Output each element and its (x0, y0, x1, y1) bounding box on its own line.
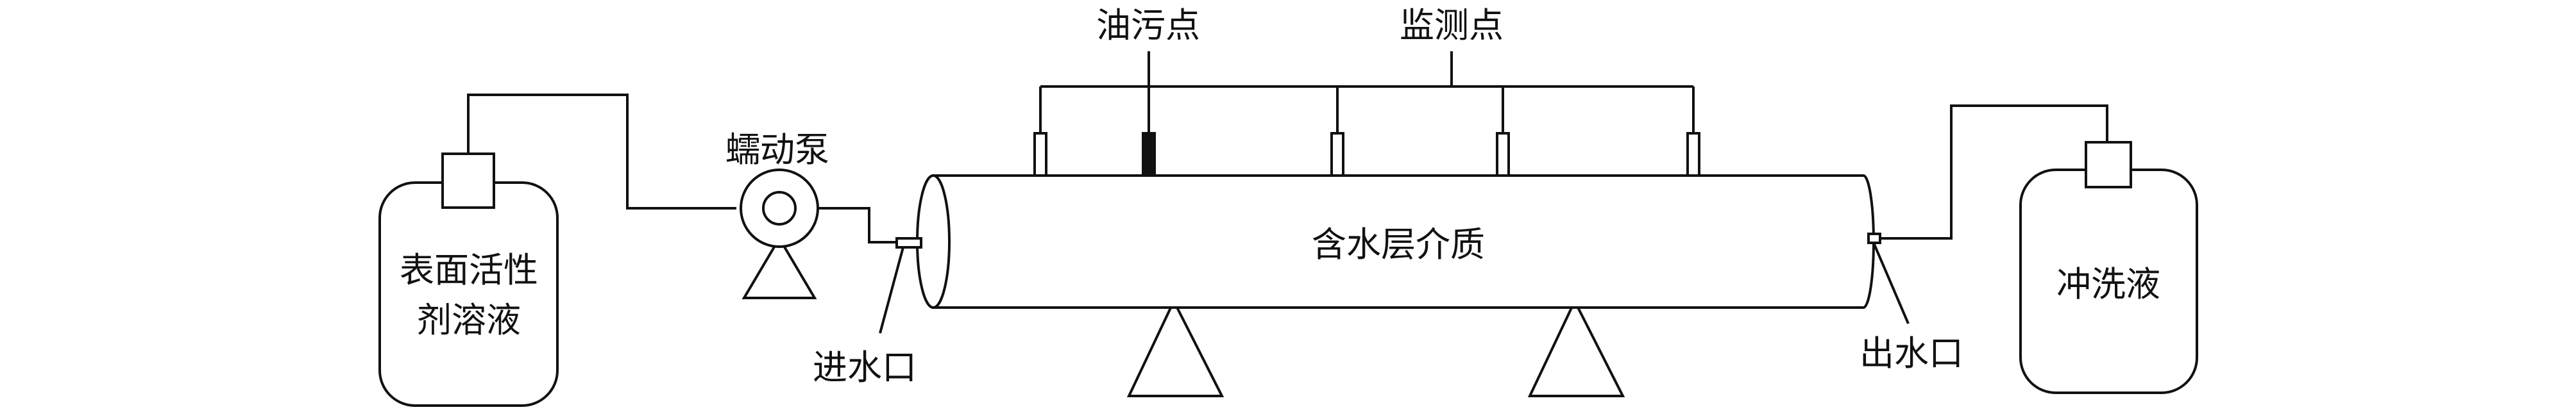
surfactant-bottle: 表面活性 剂溶液 (378, 152, 559, 407)
outlet-label: 出水口 (1860, 333, 1963, 374)
inlet-port (895, 237, 922, 249)
inlet-pointer (879, 247, 904, 334)
outlet-pointer (1872, 242, 1910, 324)
peristaltic-pump: 蠕动泵 (725, 129, 829, 299)
surfactant-label-line1: 表面活性 (400, 250, 538, 290)
oil-point-label: 油污点 (1096, 5, 1200, 45)
inlet-label: 进水口 (813, 347, 917, 388)
tube-outlet-to-flush (1880, 104, 2108, 240)
monitor-points-label: 监测点 (1400, 5, 1504, 45)
aquifer-label: 含水层介质 (1312, 224, 1485, 265)
surfactant-label-line2: 剂溶液 (417, 300, 521, 340)
flush-label: 冲洗液 (2056, 264, 2160, 304)
monitor-port-4 (1686, 132, 1700, 177)
tube-bottle-to-pump (467, 94, 736, 210)
monitor-port-3 (1496, 132, 1510, 177)
monitor-port-1 (1033, 132, 1047, 177)
flush-bottle: 冲洗液 (2019, 141, 2198, 394)
oil-injection-port (1142, 132, 1156, 177)
aquifer-column: 含水层介质 (916, 174, 1875, 309)
pump-label: 蠕动泵 (725, 129, 829, 170)
monitor-points-tree (1039, 51, 1695, 136)
monitor-port-2 (1330, 132, 1344, 177)
support-stand-left (1126, 298, 1224, 397)
tube-pump-to-inlet (818, 207, 897, 243)
outlet-port (1867, 233, 1881, 244)
support-stand-right (1527, 298, 1625, 397)
